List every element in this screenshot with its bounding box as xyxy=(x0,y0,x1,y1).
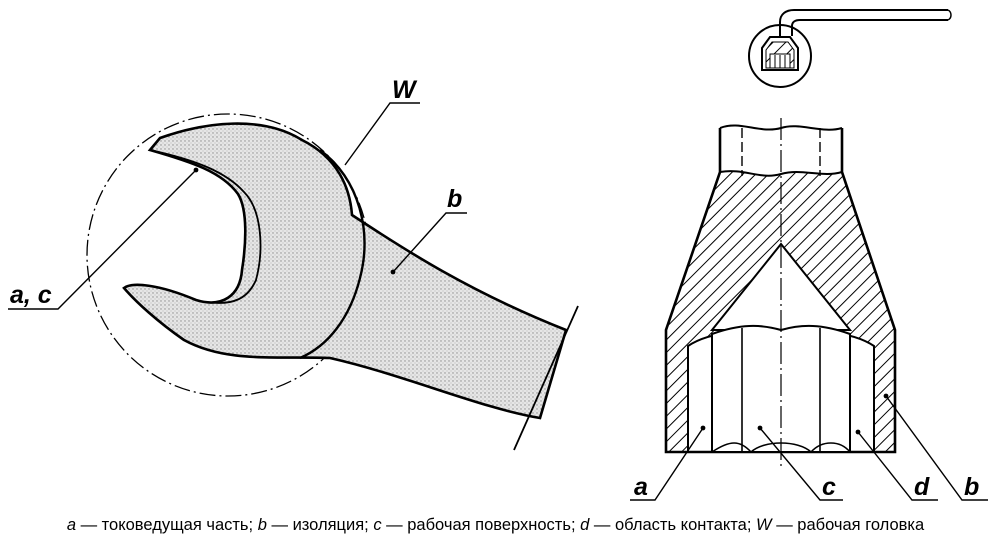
legend-separator: — xyxy=(771,516,798,534)
socket-section: a c d b xyxy=(630,118,988,501)
head-outline xyxy=(299,149,366,360)
wrench-body xyxy=(122,122,568,420)
legend-key-b: b xyxy=(257,516,267,534)
legend-key-c: c xyxy=(373,516,382,534)
legend-separator: — xyxy=(381,516,408,534)
leader-socket-c xyxy=(759,427,843,501)
legend-text-d: область контакта xyxy=(614,516,747,534)
label-socket-d: d xyxy=(914,473,930,501)
leader-socket-b xyxy=(885,395,988,501)
leader-ac-dot xyxy=(193,167,199,173)
legend-separator: — xyxy=(76,516,102,534)
label-w: W xyxy=(392,76,418,104)
legend-text-W: рабочая головка xyxy=(797,516,925,534)
legend-key-a: a xyxy=(66,516,76,534)
label-socket-b: b xyxy=(964,473,979,501)
leader-ac xyxy=(8,169,197,310)
legend-text-b: изоляция xyxy=(292,516,365,534)
legend-key-d: d xyxy=(580,516,590,534)
leader-socket-a xyxy=(630,427,704,501)
legend-key-W: W xyxy=(756,516,772,534)
legend-caption: a — токоведущая часть; b — изоляция; c —… xyxy=(66,516,925,534)
legend-text-c: рабочая поверхность xyxy=(407,516,571,534)
label-wrench-b: b xyxy=(447,185,462,213)
legend-text-a: токоведущая часть xyxy=(101,516,249,534)
leader-wrench-b xyxy=(392,212,467,273)
handle-break-line xyxy=(513,305,579,451)
leader-socket-d xyxy=(857,431,938,501)
jaw-inner-edge xyxy=(149,149,262,304)
label-socket-c: c xyxy=(822,473,836,501)
socket-tool-icon xyxy=(748,9,952,88)
leader-w xyxy=(344,102,420,166)
wrench-drawing: a, c W b xyxy=(8,76,579,451)
legend-separator: — xyxy=(266,516,293,534)
label-socket-a: a xyxy=(634,473,648,501)
leader-wrench-b-dot xyxy=(390,269,396,275)
label-ac: a, c xyxy=(10,281,52,309)
legend-separator: — xyxy=(589,516,615,534)
